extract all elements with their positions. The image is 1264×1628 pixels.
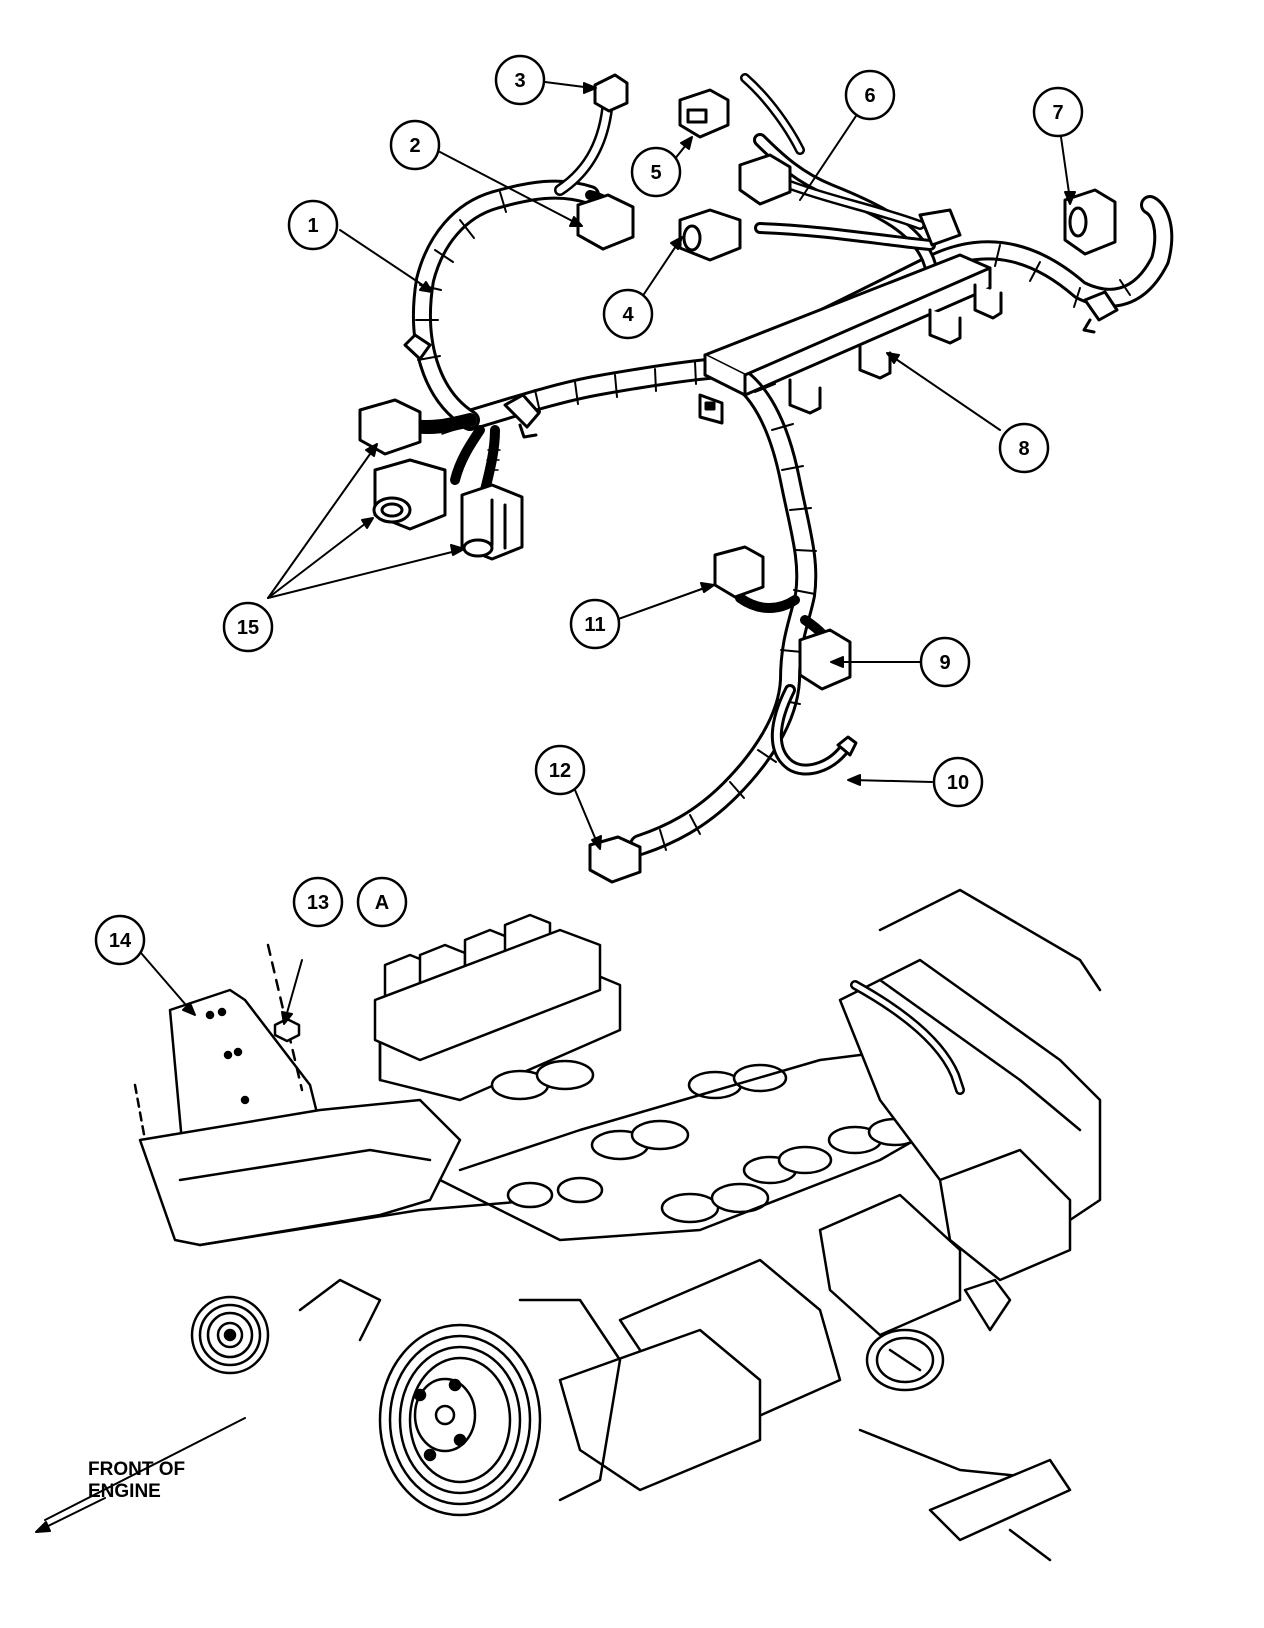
callout-12: 12 — [549, 760, 571, 782]
callouts: 1 2 3 4 5 6 7 8 9 10 11 12 13 A 14 15 — [94, 54, 1084, 966]
callout-1: 1 — [307, 215, 318, 237]
callout-13-circle — [292, 876, 344, 928]
callout-7-circle — [1032, 86, 1084, 138]
leader-lines — [35, 81, 1076, 1533]
callout-9: 9 — [939, 652, 950, 674]
callout-8: 8 — [1018, 438, 1029, 460]
front-of-engine-label: FRONT OF ENGINE — [88, 1459, 185, 1502]
front-label-line1: FRONT OF — [88, 1459, 185, 1480]
callout-10-circle — [932, 756, 984, 808]
callout-4-circle — [602, 288, 654, 340]
front-label-line2: ENGINE — [88, 1481, 161, 1502]
callout-2-circle — [389, 119, 441, 171]
engine-drawing — [133, 888, 1102, 1562]
callout-4: 4 — [622, 304, 634, 326]
callout-8-circle — [998, 422, 1050, 474]
callout-10: 10 — [947, 772, 969, 794]
callout-A: A — [375, 892, 389, 914]
connectors — [358, 73, 1117, 884]
callout-3-circle — [494, 54, 546, 106]
fuel-rail — [698, 253, 1003, 425]
callout-12-circle — [534, 744, 586, 796]
callout-9-circle — [919, 636, 971, 688]
callout-11-circle — [569, 598, 621, 650]
callout-11: 11 — [584, 614, 605, 636]
callout-5: 5 — [650, 162, 661, 184]
callout-2: 2 — [409, 135, 420, 157]
callout-1-circle — [287, 199, 339, 251]
callout-15: 15 — [237, 617, 259, 639]
callout-6: 6 — [864, 85, 875, 107]
callout-6-circle — [844, 69, 896, 121]
callout-3: 3 — [514, 70, 525, 92]
callout-13: 13 — [307, 892, 329, 914]
callout-15-circle — [222, 601, 274, 653]
callout-5-circle — [630, 146, 682, 198]
callout-14-circle — [94, 914, 146, 966]
callout-A-circle — [356, 876, 408, 928]
callout-14: 14 — [109, 930, 132, 952]
callout-7: 7 — [1052, 102, 1063, 124]
